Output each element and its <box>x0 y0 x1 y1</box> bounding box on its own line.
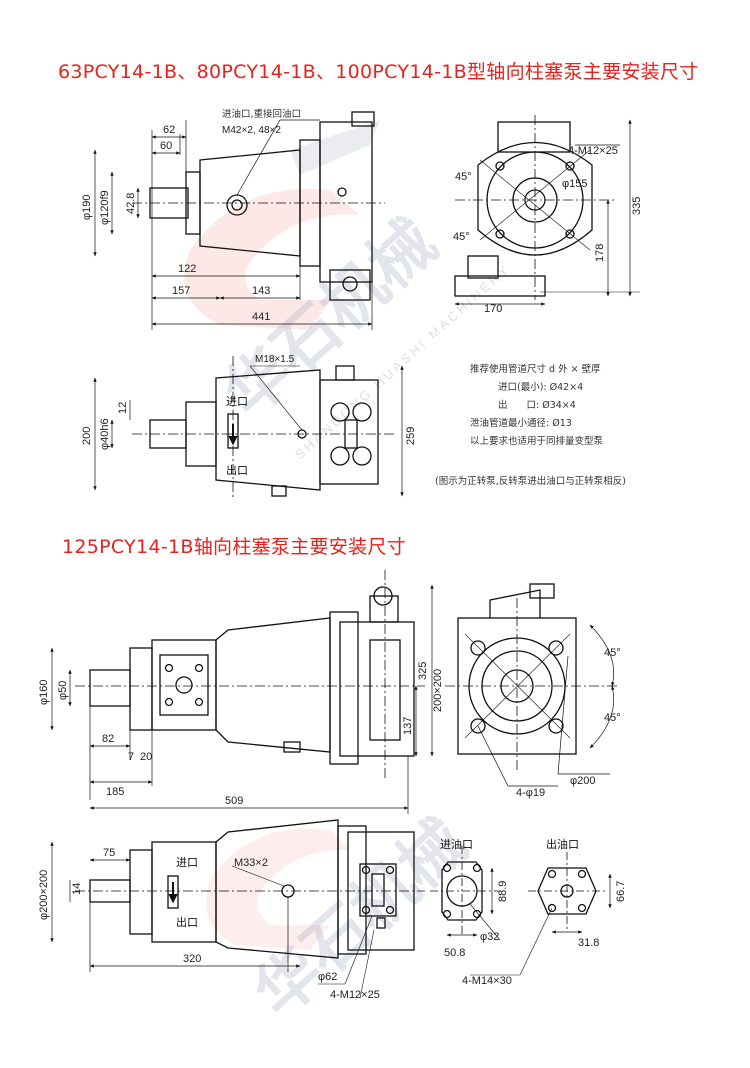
outlet-flange-body <box>537 867 597 915</box>
s1-top-inlet: 进口 <box>226 395 248 408</box>
s2-top-thread: M33×2 <box>234 857 268 869</box>
s2-side-labels: φ160 φ50 82 7 20 185 509 325 137 200×200 <box>38 662 444 807</box>
s2-top-d14: 14 <box>71 883 83 895</box>
s2-top-inlet: 进口 <box>176 856 198 869</box>
outlet-flange-title: 出油口 <box>546 837 579 851</box>
section1-title: 63PCY14-1B、80PCY14-1B、100PCY14-1B型轴向柱塞泵主… <box>58 61 699 83</box>
s2-dim-200x200: 200×200 <box>432 669 444 712</box>
s2-dim-137: 137 <box>402 717 414 735</box>
outlet-bolts: 4-M14×30 <box>462 975 512 987</box>
outlet-d31-8: 31.8 <box>578 937 599 949</box>
s2-top-d320: 320 <box>183 953 201 965</box>
inlet-flange-title: 进油口 <box>440 837 473 851</box>
s1-top-d259: 259 <box>405 427 417 445</box>
watermark: 华石机械 SHANDONG HUASHI MACHINERY 华石机械 <box>184 120 513 1032</box>
s1-dim-120: φ120f9 <box>99 190 111 225</box>
s1-dim-42-8: 42.8 <box>125 193 137 214</box>
s2-end-labels: 45° 45° 4-φ19 φ200 <box>516 647 621 799</box>
s1-note-6: (图示为正转泵,反转泵进出油口与正转泵相反) <box>435 475 626 487</box>
s1-end-d178: 178 <box>594 244 606 262</box>
s1-top-thread: M18×1.5 <box>255 354 295 365</box>
s2-top-view <box>50 819 425 999</box>
s1-end-housing <box>477 141 593 256</box>
s2-dim-325: 325 <box>417 662 429 680</box>
s2-shaft <box>89 669 131 707</box>
s2-top-body <box>215 819 339 959</box>
s1-dim-60: 60 <box>160 140 172 152</box>
section2-title: 125PCY14-1B轴向柱塞泵主要安装尺寸 <box>62 536 407 558</box>
s1-top-labels: M18×1.5 200 φ40h6 12 259 进口 出口 <box>81 354 417 477</box>
s2-dim-509: 509 <box>225 795 243 807</box>
s1-note-2: 进口(最小): Ø42×4 <box>498 382 583 393</box>
s1-dim-143: 143 <box>252 285 270 297</box>
s1-end-view <box>454 115 640 306</box>
outlet-d66-7: 66.7 <box>615 881 627 902</box>
s2-dim-185: 185 <box>106 786 124 798</box>
s1-top-body <box>215 369 321 491</box>
s1-notes: 推荐使用管道尺寸 d 外 × 壁厚 进口(最小): Ø42×4 出 口: Ø34… <box>435 363 626 487</box>
inlet-d88-9: 88.9 <box>497 881 509 902</box>
s1-top-outlet: 出口 <box>226 463 248 477</box>
s2-dim-20: 20 <box>140 751 152 763</box>
s1-note-5: 以上要求也适用于同排量变型泵 <box>470 435 604 447</box>
s1-side-view <box>93 111 385 330</box>
s2-end-angle-top: 45° <box>604 647 621 659</box>
s2-side-view <box>50 570 434 814</box>
s1-note-1: 推荐使用管道尺寸 d 外 × 壁厚 <box>470 363 601 375</box>
s2-top-outlet: 出口 <box>176 915 198 929</box>
s1-top-d200: 200 <box>81 427 93 445</box>
s2-end-view <box>445 583 620 787</box>
s2-pump-body <box>215 617 331 753</box>
s1-dim-62: 62 <box>163 124 175 136</box>
s1-dim-190: φ190 <box>81 195 93 221</box>
s2-pump-body-front <box>151 639 217 731</box>
s2-outlet-flange <box>470 852 612 976</box>
s2-end-holes: 4-φ19 <box>516 787 545 799</box>
inlet-d32: φ32 <box>480 931 499 943</box>
s1-end-d170: 170 <box>484 303 502 315</box>
s1-note-3: 出 口: Ø34×4 <box>498 399 576 411</box>
s2-inlet-labels: 进油口 88.9 50.8 φ32 <box>440 837 509 959</box>
s2-top-d200x200: φ200×200 <box>38 870 50 920</box>
s2-top-bolts: 4-M12×25 <box>330 989 380 1001</box>
s1-port-callout: 进油口,重接回油口 <box>222 108 301 120</box>
s1-side-labels: 进油口,重接回油口 M42×2, 48×2 62 60 φ190 φ120f9 … <box>81 108 301 323</box>
s1-valve-head <box>319 121 373 283</box>
s1-top-d12: 12 <box>117 402 129 414</box>
s1-top-d40: φ40h6 <box>99 418 111 450</box>
s2-dim-82: 82 <box>102 733 114 745</box>
s2-top-labels: 75 14 φ200×200 进口 出口 M33×2 320 φ62 4-M12… <box>38 847 380 1001</box>
s1-end-d335: 335 <box>631 197 643 215</box>
s2-top-d75: 75 <box>103 847 115 859</box>
s1-dim-122: 122 <box>178 263 196 275</box>
s1-end-labels: 4-M12×25 φ155 45° 45° 335 178 170 <box>453 145 643 315</box>
s2-outlet-labels: 出油口 66.7 31.8 4-M14×30 <box>462 837 627 987</box>
s2-dim-7: 7 <box>128 751 134 763</box>
s1-note-4: 泄油管道最小通径: Ø13 <box>470 417 572 429</box>
s2-top-d62: φ62 <box>318 971 337 983</box>
s2-end-d200: φ200 <box>570 775 596 787</box>
inlet-d50-8: 50.8 <box>444 947 465 959</box>
s1-thread-label: M42×2, 48×2 <box>222 125 281 136</box>
s1-end-angle-bot: 45° <box>453 231 470 243</box>
s2-dim-160: φ160 <box>38 680 50 706</box>
s1-dim-157: 157 <box>172 285 190 297</box>
s1-end-d155: φ155 <box>562 178 588 190</box>
s1-end-bolts: 4-M12×25 <box>568 145 618 157</box>
s1-dim-441: 441 <box>252 311 270 323</box>
s2-dim-50: φ50 <box>57 681 69 700</box>
s2-inlet-flange <box>430 846 501 941</box>
s1-top-view <box>93 356 404 500</box>
s2-end-angle-bot: 45° <box>604 712 621 724</box>
s1-end-angle-top: 45° <box>455 171 472 183</box>
